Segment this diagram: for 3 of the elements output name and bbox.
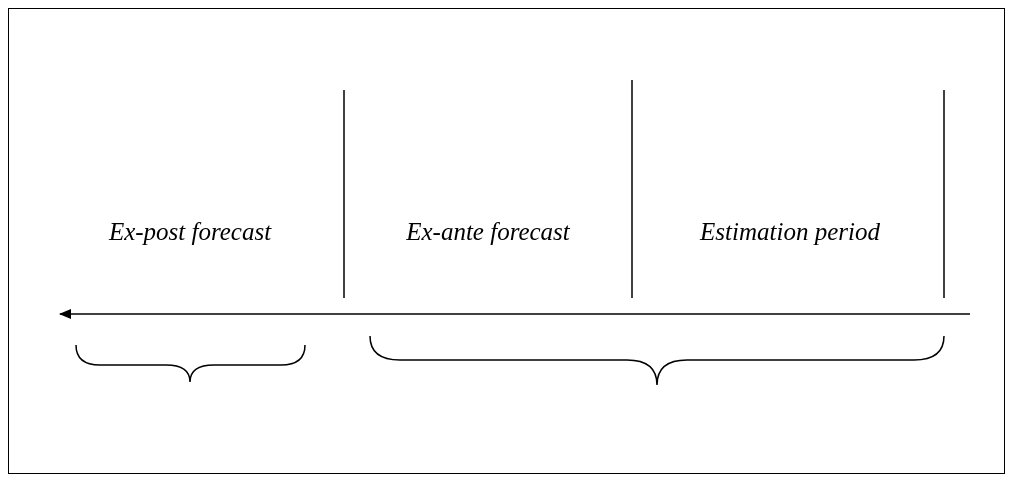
period-label: Ex-post forecast: [108, 219, 272, 244]
period-label: Ex-ante forecast: [406, 219, 570, 244]
period-label: Estimation period: [700, 219, 880, 244]
